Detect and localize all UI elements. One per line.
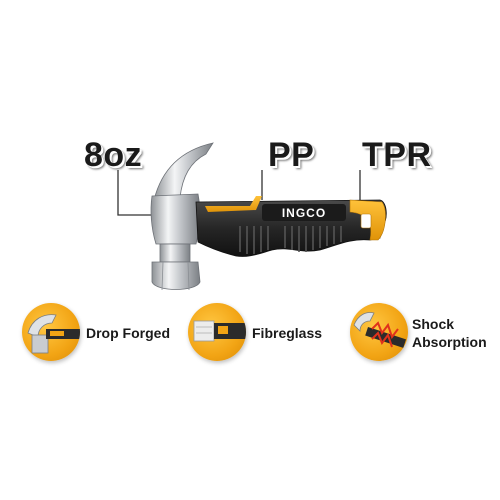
fibreglass-text: Fibreglass [252, 324, 322, 342]
feature-3-line2: Absorption [412, 334, 487, 350]
feature-2-line1: Fibreglass [252, 325, 323, 341]
hammer-face [151, 261, 201, 290]
drop-forged-badge [22, 303, 80, 361]
shock-absorption-badge [350, 303, 408, 361]
fibreglass-core-icon [193, 320, 246, 342]
brand-logo-text: INGCO [282, 206, 326, 220]
hammer-claw [153, 142, 214, 201]
feature-1-line1: Drop Forged [86, 325, 170, 341]
drop-forged-text: Drop Forged [86, 324, 170, 342]
handle-yellow-inlay [205, 196, 262, 212]
handle-grip-ribs [239, 226, 342, 254]
fibreglass-badge [188, 303, 246, 361]
weight-label: 8oz [84, 136, 143, 174]
shock-absorption-text: Shock Absorption [412, 315, 487, 351]
brand-badge [262, 204, 346, 221]
feature-3-line1: Shock [412, 316, 455, 332]
hammer-neck [159, 243, 191, 263]
hammer-head [150, 193, 201, 245]
grip-material-label: TPR [362, 136, 432, 174]
weight-callout-line [117, 170, 156, 216]
shock-wave-icon [353, 312, 407, 348]
hammer-head-icon [27, 314, 80, 354]
core-material-label: PP [268, 136, 315, 174]
